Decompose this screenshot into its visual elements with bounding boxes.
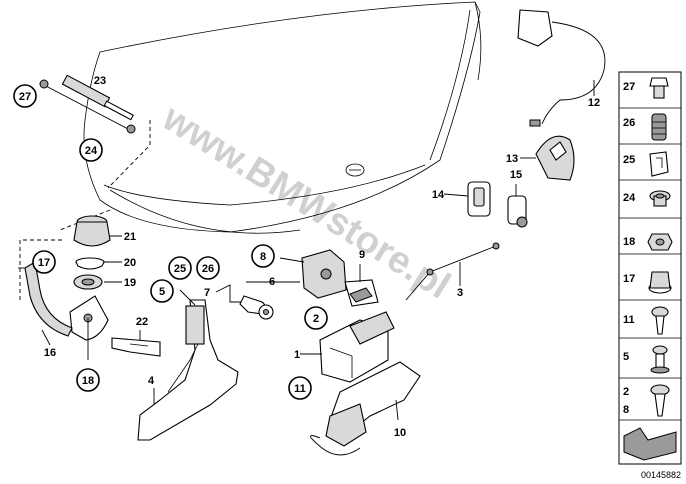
gas-strut bbox=[39, 74, 136, 134]
callout-27: 27 bbox=[19, 91, 31, 103]
lock-assembly bbox=[279, 249, 379, 307]
screw-icon bbox=[651, 306, 669, 335]
callout-8: 8 bbox=[260, 251, 266, 263]
hex-nut-icon bbox=[647, 233, 673, 251]
flange-nut-icon bbox=[648, 271, 672, 294]
legend-label-5: 5 bbox=[623, 351, 629, 363]
buffer-stack bbox=[73, 215, 122, 290]
diagram-number: 00145882 bbox=[641, 470, 681, 480]
callout-21: 21 bbox=[124, 231, 136, 243]
callout-3: 3 bbox=[457, 287, 463, 299]
release-handles bbox=[443, 181, 528, 228]
callout-26: 26 bbox=[202, 263, 214, 275]
callout-11: 11 bbox=[294, 383, 306, 395]
callout-15: 15 bbox=[510, 169, 522, 181]
legend-label-26: 26 bbox=[623, 117, 635, 129]
actuator bbox=[300, 311, 395, 383]
push-clip-icon bbox=[649, 77, 669, 99]
fastener-legend: 27 26 25 24 18 17 11 5 2 8 bbox=[618, 71, 682, 465]
direction-arrow-icon bbox=[623, 427, 677, 461]
assembly-boundary bbox=[19, 120, 151, 300]
legend-label-27: 27 bbox=[623, 81, 635, 93]
callout-23: 23 bbox=[94, 75, 106, 87]
callout-5: 5 bbox=[159, 286, 165, 298]
trunk-lock bbox=[310, 361, 421, 456]
callout-6: 6 bbox=[269, 276, 275, 288]
legend-label-24: 24 bbox=[623, 192, 636, 204]
legend-label-18: 18 bbox=[623, 236, 635, 248]
ribbed-rivet-icon bbox=[651, 113, 667, 141]
small-bracket bbox=[111, 330, 161, 357]
callout-13: 13 bbox=[506, 153, 518, 165]
callouts: 27 23 24 21 20 19 17 16 18 22 25 26 5 7 … bbox=[13, 75, 600, 439]
spring-clip-icon bbox=[649, 151, 669, 177]
tapping-screw-icon bbox=[650, 384, 670, 417]
legend-label-17: 17 bbox=[623, 273, 635, 285]
callout-24: 24 bbox=[85, 145, 98, 157]
callout-12: 12 bbox=[588, 97, 600, 109]
legend-label-25: 25 bbox=[623, 154, 635, 166]
callout-17: 17 bbox=[38, 257, 50, 269]
bracket-and-cable bbox=[18, 261, 109, 360]
grommet-icon bbox=[649, 190, 671, 207]
callout-14: 14 bbox=[432, 189, 445, 201]
callout-18: 18 bbox=[82, 375, 94, 387]
bowden-cable bbox=[405, 242, 500, 301]
callout-16: 16 bbox=[44, 347, 56, 359]
callout-22: 22 bbox=[136, 316, 148, 328]
callout-4: 4 bbox=[148, 375, 155, 387]
callout-7: 7 bbox=[204, 287, 210, 299]
callout-1: 1 bbox=[294, 349, 300, 361]
callout-9: 9 bbox=[359, 249, 365, 261]
callout-10: 10 bbox=[394, 427, 406, 439]
legend-label-8: 8 bbox=[623, 404, 629, 416]
callout-20: 20 bbox=[124, 257, 136, 269]
callout-19: 19 bbox=[124, 277, 136, 289]
emergency-handle bbox=[517, 9, 606, 181]
legend-label-11: 11 bbox=[623, 314, 635, 326]
bolt-washer-icon bbox=[650, 345, 670, 374]
hinge-arm bbox=[137, 289, 239, 441]
key-and-cylinder bbox=[215, 281, 300, 320]
legend-label-2: 2 bbox=[623, 386, 629, 398]
callout-25: 25 bbox=[174, 263, 186, 275]
callout-2: 2 bbox=[313, 313, 319, 325]
